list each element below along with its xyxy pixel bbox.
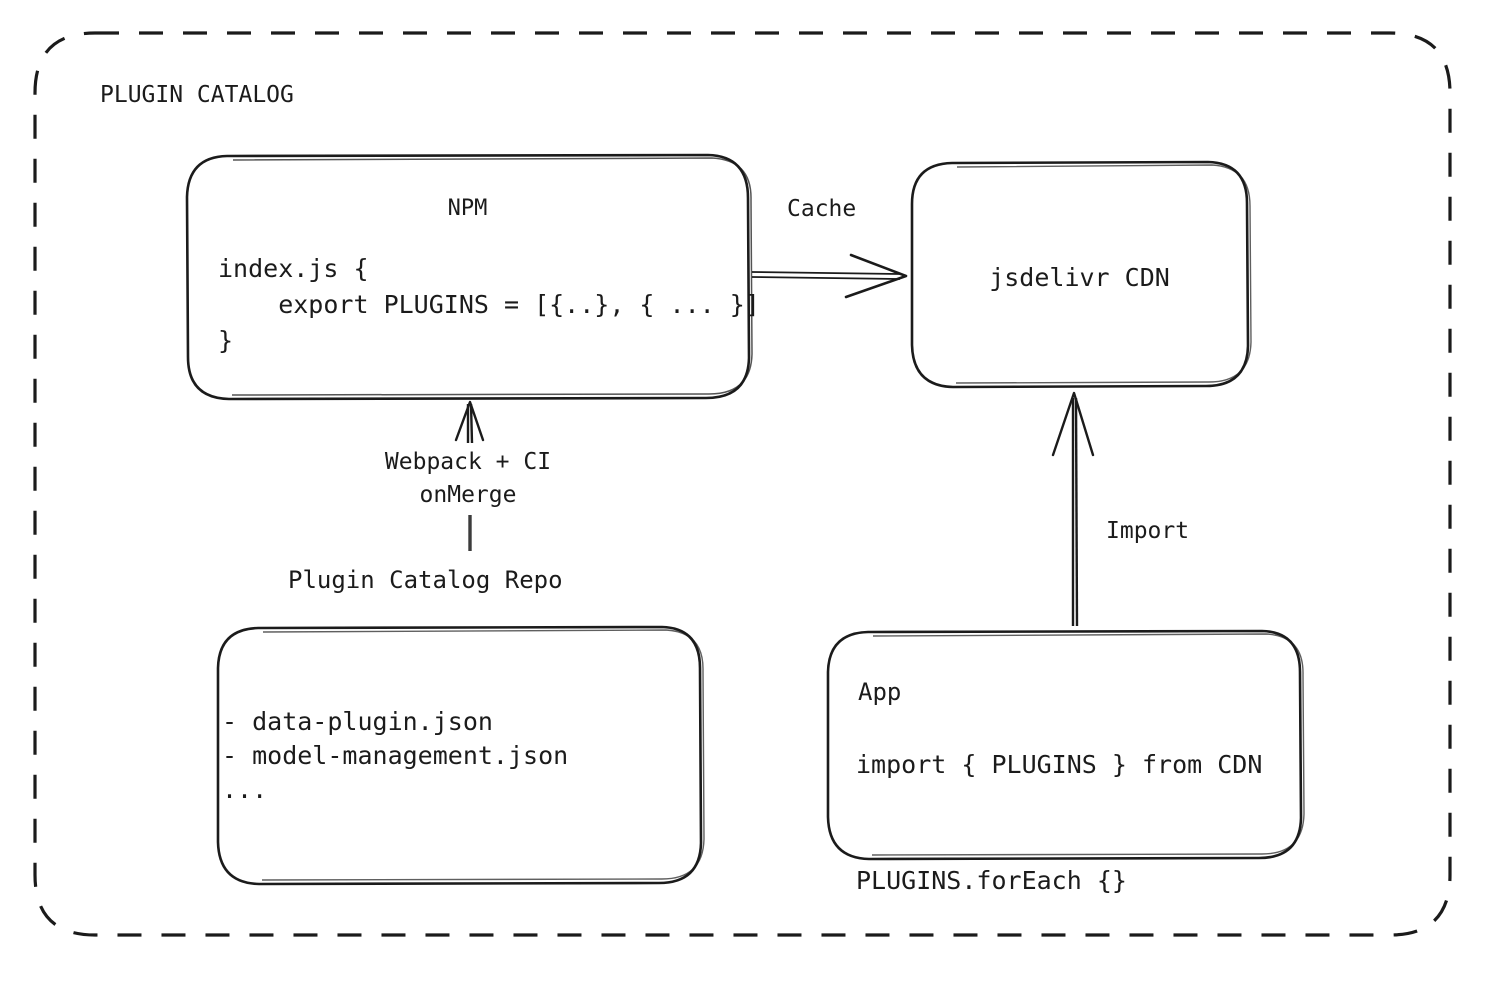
app-node-code: import { PLUGINS } from CDN PLUGINS.forE… xyxy=(856,750,1263,895)
cdn-node-title: jsdelivr CDN xyxy=(989,263,1170,292)
app-node-title: App xyxy=(858,678,902,706)
repo-node-caption: Plugin Catalog Repo xyxy=(288,566,563,594)
plugin-catalog-title: PLUGIN CATALOG xyxy=(100,82,294,108)
npm-node-code: index.js { export PLUGINS = [{..}, { ...… xyxy=(218,254,760,355)
repo-node-items: - data-plugin.json - model-management.js… xyxy=(222,707,569,804)
build-edge-label: Webpack + CI onMerge xyxy=(384,449,552,508)
npm-node-title: NPM xyxy=(447,196,488,221)
import-edge xyxy=(1051,391,1095,627)
cache-edge-label: Cache xyxy=(787,196,857,222)
cache-edge xyxy=(751,253,908,299)
import-edge-label: Import xyxy=(1106,518,1190,544)
